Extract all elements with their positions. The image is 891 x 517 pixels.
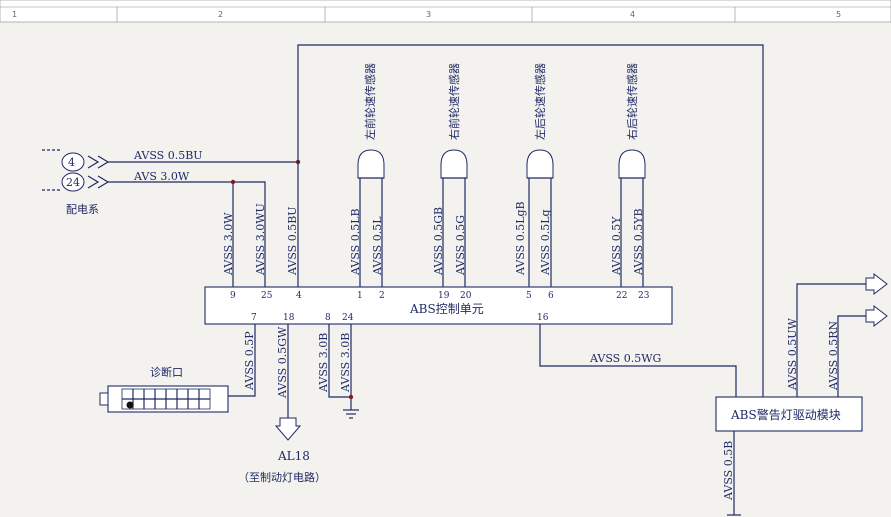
pin-number: 20 <box>460 291 472 301</box>
wire-label: AVSS 3.0W <box>222 212 235 276</box>
connector-a-label: 4 <box>68 156 75 169</box>
down-arrow-icon <box>274 417 302 441</box>
sensor-left-front: 左前轮速传感器 AVSS 0.5LB AVSS 0.5L <box>349 63 385 288</box>
ruler-label: 4 <box>630 10 635 19</box>
pin-number: 23 <box>638 291 650 301</box>
sensor-right-front: 右前轮速传感器 AVSS 0.5GB AVSS 0.5G <box>432 63 468 288</box>
ruler-label: 5 <box>836 10 841 19</box>
wire-label: AVSS 3.0B <box>339 333 352 393</box>
wire-label: AVSS 0.5RN <box>827 321 840 391</box>
abs-warning-module-label: ABS警告灯驱动模块 <box>730 407 841 422</box>
pin-number: 25 <box>261 291 273 301</box>
diagnostic-port <box>99 385 229 413</box>
arrow-right-icon <box>865 272 888 296</box>
wire-label: AVSS 0.5WG <box>589 352 661 365</box>
connector-b-label: 24 <box>66 176 80 189</box>
wire-label: AVSS 0.5L <box>371 216 384 276</box>
pin-number: 7 <box>251 313 257 323</box>
wire-label: AVSS 3.0WU <box>254 203 267 276</box>
wire-label: AVSS 0.5GB <box>432 207 445 276</box>
sensor-name: 左前轮速传感器 <box>363 63 377 140</box>
wire-label: AVSS 0.5GW <box>276 326 289 399</box>
brake-light-desc: （至制动灯电路） <box>238 471 326 484</box>
power-distribution: 4 24 配电系 AVSS 0.5BU AVS 3.0W <box>42 149 203 216</box>
wire-label: AVSS 0.5LB <box>349 208 362 276</box>
abs-control-unit-label: ABS控制单元 <box>409 302 484 316</box>
pin-number: 19 <box>438 291 450 301</box>
wire-label: AVSS 0.5YB <box>632 208 645 276</box>
pin-number: 24 <box>342 313 354 323</box>
pin-number: 1 <box>357 291 363 301</box>
pin-number: 4 <box>296 291 302 301</box>
pin-number: 18 <box>283 313 295 323</box>
brake-light-code: AL18 <box>277 449 310 463</box>
wire-label: AVSS 0.5LgB <box>514 201 527 276</box>
diag-port-label: 诊断口 <box>150 365 183 379</box>
wire-label: AVSS 0.5Lg <box>539 209 552 276</box>
column-ruler: 1 2 3 4 5 <box>0 0 891 23</box>
power-dist-label: 配电系 <box>66 203 99 216</box>
wire-label: AVSS 0.5BU <box>286 206 299 276</box>
pin-number: 2 <box>379 291 385 301</box>
sensor-name: 右后轮速传感器 <box>625 63 639 140</box>
ruler-label: 3 <box>426 10 431 19</box>
junction-dot <box>348 394 354 400</box>
abs-control-unit <box>204 286 673 325</box>
wire-label: AVSS 0.5P <box>243 331 256 391</box>
wire-label: AVSS 0.5UW <box>786 318 799 391</box>
wire-label: AVSS 0.5B <box>722 441 735 501</box>
wire-label: AVS 3.0W <box>133 170 190 183</box>
arrow-right-icon <box>865 304 888 328</box>
pin-number: 16 <box>537 313 549 323</box>
ground-icon <box>343 409 359 419</box>
sensor-name: 右前轮速传感器 <box>447 63 461 140</box>
connector-a <box>61 152 85 172</box>
sensor-right-rear: 右后轮速传感器 AVSS 0.5Y AVSS 0.5YB <box>610 63 646 288</box>
ruler-label: 1 <box>12 10 17 19</box>
connector-b <box>61 172 85 192</box>
sensor-name: 左后轮速传感器 <box>533 63 547 140</box>
pin-number: 9 <box>230 291 236 301</box>
pin-number: 5 <box>526 291 532 301</box>
wire-label: AVSS 0.5G <box>454 215 467 276</box>
pin-number: 22 <box>616 291 627 301</box>
pin-number: 8 <box>325 313 331 323</box>
junction-dot <box>230 179 236 185</box>
abs-warning-module <box>715 396 863 432</box>
ruler-label: 2 <box>218 10 223 19</box>
wire-label: AVSS 3.0B <box>317 333 330 393</box>
wire-label: AVSS 0.5BU <box>133 149 203 162</box>
wire-label: AVSS 0.5Y <box>610 216 623 276</box>
sensor-left-rear: 左后轮速传感器 AVSS 0.5LgB AVSS 0.5Lg <box>514 63 554 288</box>
pin-number: 6 <box>548 291 554 301</box>
